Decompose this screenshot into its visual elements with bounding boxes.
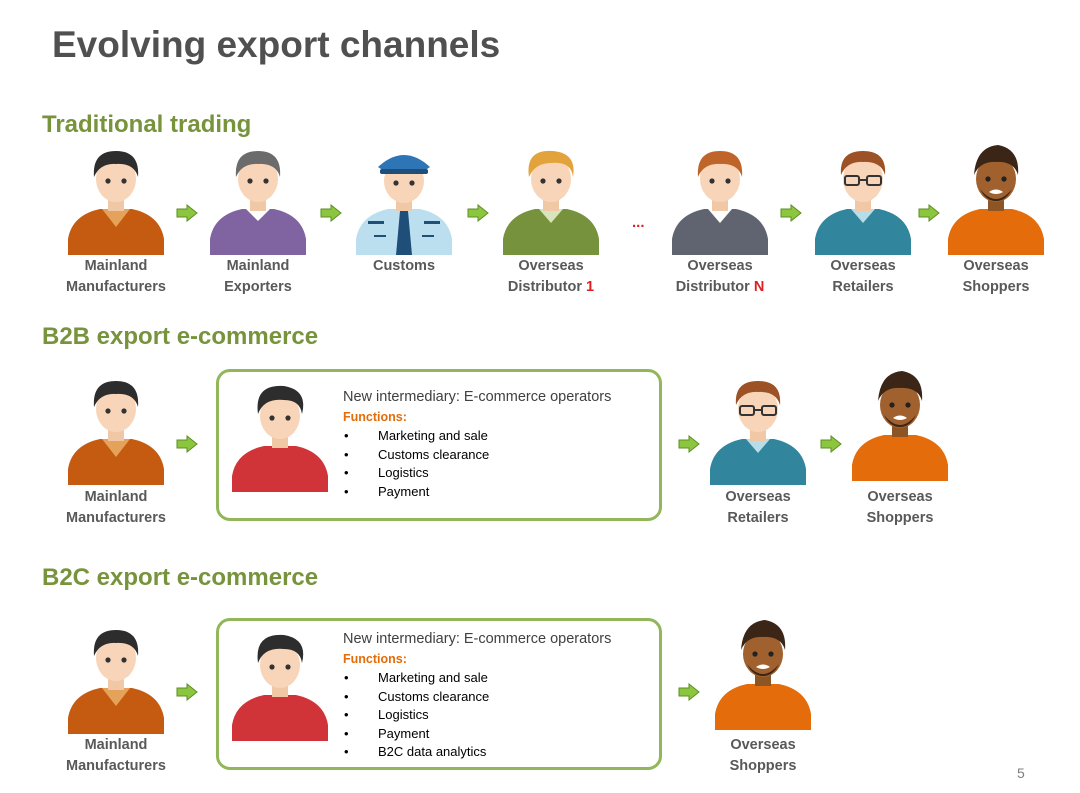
traditional-heading: Traditional trading	[42, 111, 252, 138]
manufacturer-person-icon	[66, 622, 166, 734]
b2b-box-header: New intermediary: E-commerce operators	[343, 389, 612, 405]
manufacturer-person-icon	[66, 143, 166, 255]
list-item: Payment	[344, 483, 489, 502]
right-arrow-icon	[176, 683, 198, 701]
retailer-person-icon	[708, 373, 808, 485]
shopper-person-icon	[713, 618, 813, 730]
right-arrow-icon	[320, 204, 342, 222]
list-item: Marketing and sale	[344, 427, 489, 446]
b2c-heading: B2C export e-commerce	[42, 564, 319, 591]
label-overseas-distributor-n: Overseas Distributor N	[675, 258, 765, 295]
b2c-functions-list: Marketing and sale Customs clearance Log…	[344, 669, 489, 762]
ecommerce-operator-icon	[230, 629, 330, 741]
b2b-functions-list: Marketing and sale Customs clearance Log…	[344, 427, 489, 501]
customs-officer-icon	[354, 143, 454, 255]
exporter-person-icon	[208, 143, 308, 255]
ellipsis: ...	[632, 214, 645, 231]
right-arrow-icon	[780, 204, 802, 222]
list-item: Logistics	[344, 464, 489, 483]
list-item: Customs clearance	[344, 446, 489, 465]
manufacturer-person-icon	[66, 373, 166, 485]
right-arrow-icon	[678, 683, 700, 701]
list-item: Marketing and sale	[344, 669, 489, 688]
shopper-person-icon	[946, 143, 1046, 255]
retailer-person-icon	[813, 143, 913, 255]
list-item: Payment	[344, 725, 489, 744]
shopper-person-icon	[850, 369, 950, 481]
list-item: Customs clearance	[344, 688, 489, 707]
distributor-person-icon	[670, 143, 770, 255]
list-item: B2C data analytics	[344, 743, 489, 762]
b2c-intermediary-box	[216, 618, 662, 770]
slide-title: Evolving export channels	[52, 24, 501, 65]
right-arrow-icon	[176, 435, 198, 453]
right-arrow-icon	[820, 435, 842, 453]
label-overseas-distributor-1: Overseas Distributor 1	[507, 258, 595, 295]
b2c-functions-label: Functions:	[343, 652, 407, 666]
ecommerce-operator-icon	[230, 380, 330, 492]
b2b-functions-label: Functions:	[343, 410, 407, 424]
b2b-intermediary-box	[216, 369, 662, 521]
b2c-box-header: New intermediary: E-commerce operators	[343, 631, 612, 647]
b2b-heading: B2B export e-commerce	[42, 323, 319, 350]
right-arrow-icon	[467, 204, 489, 222]
right-arrow-icon	[176, 204, 198, 222]
right-arrow-icon	[918, 204, 940, 222]
distributor-person-icon	[501, 143, 601, 255]
page-number: 5	[1017, 765, 1025, 781]
list-item: Logistics	[344, 706, 489, 725]
right-arrow-icon	[678, 435, 700, 453]
label-customs: Customs	[372, 258, 436, 274]
